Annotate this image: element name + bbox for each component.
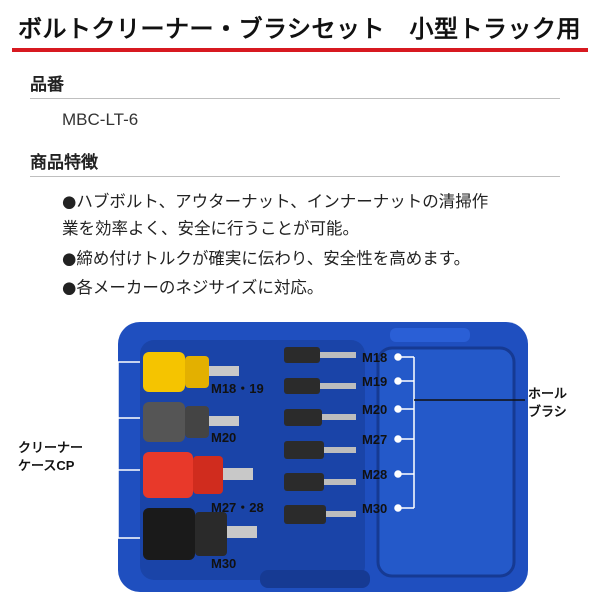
hole-brushes — [284, 347, 356, 524]
brush-size-label: M20 — [362, 402, 387, 417]
brush-size-label: M28 — [362, 467, 387, 482]
brush-group-label: ホール — [528, 386, 567, 401]
empty-compartment — [376, 346, 516, 578]
cleaner-socket-black — [143, 508, 257, 560]
brush-size-label: M18 — [362, 350, 387, 365]
section-divider — [30, 176, 560, 177]
brush-size-label: M30 — [362, 501, 387, 516]
cleaner-size-label: M18・19 — [211, 381, 264, 396]
title-bar: ボルトクリーナー・ブラシセット 小型トラック用 — [0, 0, 600, 58]
section-divider — [30, 98, 560, 99]
feature-line: ●ハブボルト、アウターナット、インナーナットの清掃作 — [62, 192, 489, 211]
title-underline — [12, 48, 588, 52]
product-photo: M18・19 M20 M27・28 M30 クリーナー ケースCP M18 M1… — [18, 322, 567, 592]
cleaner-group-label: クリーナー — [18, 440, 83, 455]
brush-bracket — [394, 353, 525, 512]
cleaner-socket-gray — [143, 402, 239, 442]
cleaner-size-label: M30 — [211, 556, 236, 571]
case-hinge — [390, 328, 470, 342]
features-heading: 商品特徴 — [30, 153, 98, 173]
cleaner-socket-red — [143, 452, 253, 498]
feature-line: 業を効率よく、安全に行うことが可能。 — [62, 219, 359, 238]
feature-line: ●締め付けトルクが確実に伝わり、安全性を高めます。 — [62, 249, 471, 268]
part-number-heading: 品番 — [30, 75, 64, 95]
case-handle — [260, 570, 370, 588]
cleaner-socket-yellow — [143, 352, 239, 392]
brush-size-label: M19 — [362, 374, 387, 389]
part-number-value: MBC-LT-6 — [62, 110, 139, 129]
cleaner-group-label: ケースCP — [18, 458, 75, 473]
brush-group-label: ブラシ — [528, 404, 567, 419]
cleaner-size-label: M27・28 — [211, 500, 264, 515]
page-title: ボルトクリーナー・ブラシセット 小型トラック用 — [18, 15, 582, 43]
cleaner-size-label: M20 — [211, 430, 236, 445]
feature-line: ●各メーカーのネジサイズに対応。 — [62, 278, 324, 297]
cleaner-bracket — [100, 361, 140, 539]
brush-size-label: M27 — [362, 432, 387, 447]
